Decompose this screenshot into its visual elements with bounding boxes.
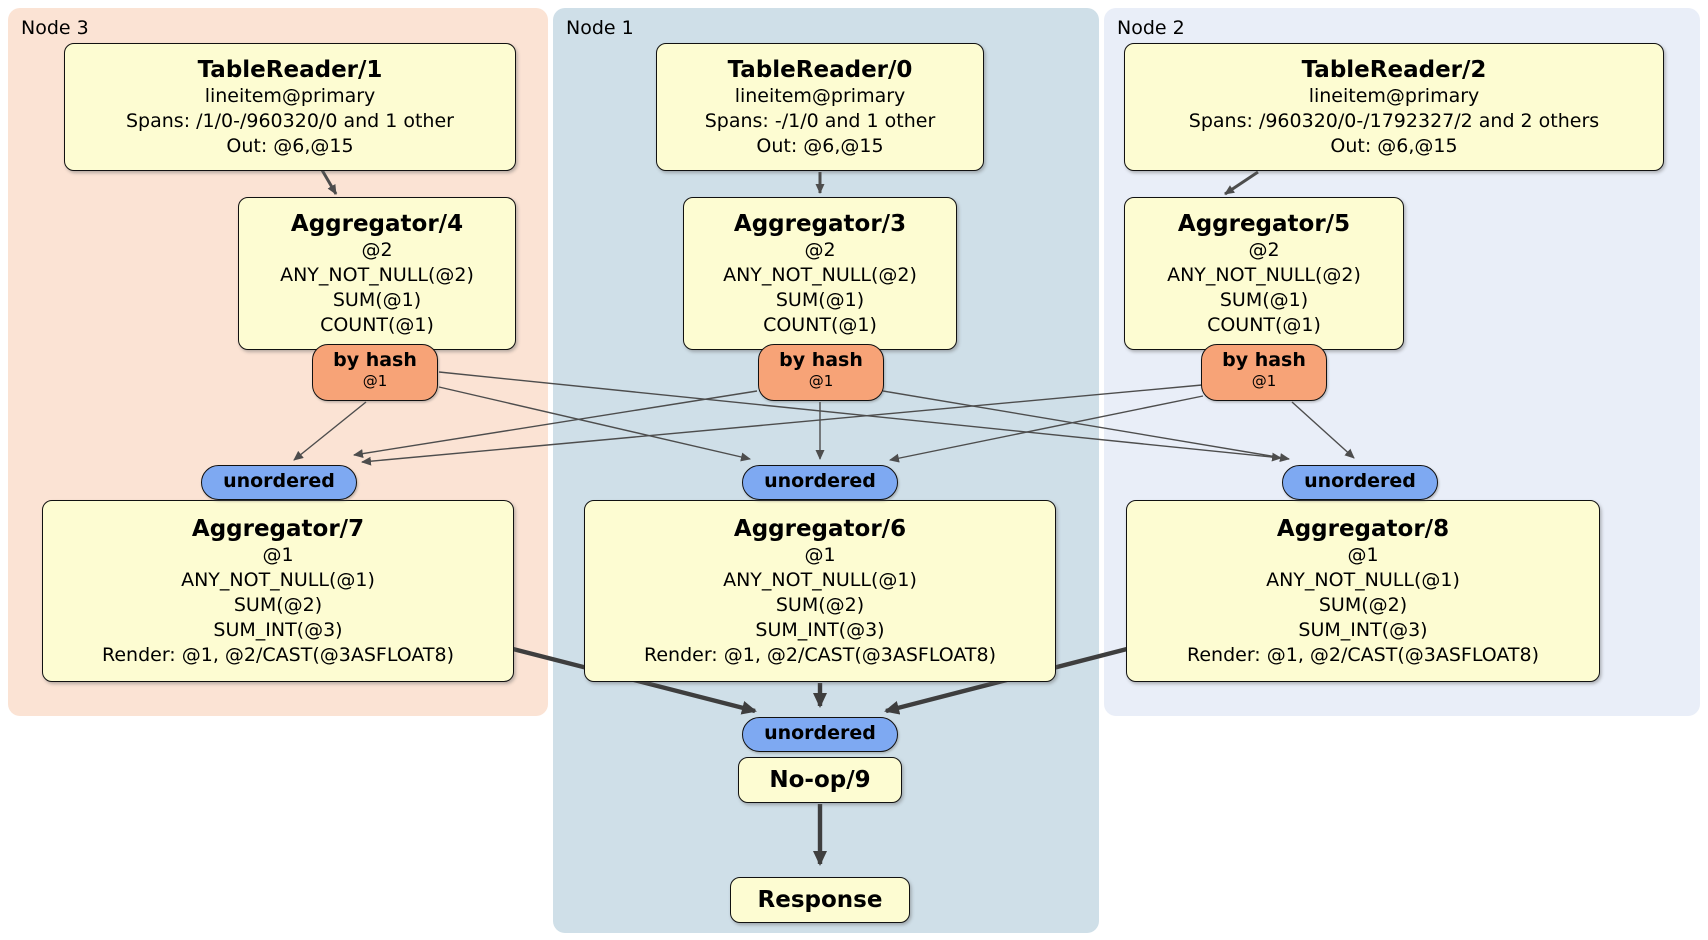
router-label: by hash: [1222, 349, 1306, 371]
processor-detail-line: SUM_INT(@3): [755, 618, 885, 641]
processor-detail-line: SUM(@2): [775, 593, 865, 616]
processor-detail-line: Out: @6,@15: [226, 134, 354, 157]
processor-detail-line: Spans: /1/0-/960320/0 and 1 other: [126, 109, 454, 132]
processor-detail-line: Render: @1, @2/CAST(@3ASFLOAT8): [102, 643, 454, 666]
processor-detail-line: SUM(@1): [775, 288, 865, 311]
region-node2-label: Node 2: [1117, 17, 1185, 39]
processor-aggregator-3: Aggregator/3 @2 ANY_NOT_NULL(@2) SUM(@1)…: [683, 197, 957, 350]
router-by-hash-node3: by hash @1: [312, 344, 438, 401]
processor-detail-line: ANY_NOT_NULL(@2): [723, 263, 917, 286]
processor-detail-line: @1: [1347, 543, 1379, 566]
processor-title: Response: [757, 887, 883, 913]
processor-detail-line: @2: [1248, 238, 1280, 261]
processor-detail-line: lineitem@primary: [1308, 84, 1480, 107]
processor-detail-line: lineitem@primary: [734, 84, 906, 107]
router-label: by hash: [333, 349, 417, 371]
processor-detail-line: ANY_NOT_NULL(@2): [1167, 263, 1361, 286]
processor-title: Aggregator/7: [191, 515, 365, 542]
processor-detail-line: Spans: /960320/0-/1792327/2 and 2 others: [1188, 109, 1600, 132]
processor-aggregator-7: Aggregator/7 @1 ANY_NOT_NULL(@1) SUM(@2)…: [42, 500, 514, 682]
processor-aggregator-8: Aggregator/8 @1 ANY_NOT_NULL(@1) SUM(@2)…: [1126, 500, 1600, 682]
processor-tablereader-0: TableReader/0 lineitem@primary Spans: -/…: [656, 43, 984, 171]
processor-detail-line: COUNT(@1): [1207, 313, 1321, 336]
processor-detail-line: COUNT(@1): [320, 313, 434, 336]
processor-detail-line: COUNT(@1): [763, 313, 877, 336]
processor-title: TableReader/2: [1301, 56, 1487, 83]
processor-title: Aggregator/4: [290, 210, 464, 237]
processor-tablereader-1: TableReader/1 lineitem@primary Spans: /1…: [64, 43, 516, 171]
processor-tablereader-2: TableReader/2 lineitem@primary Spans: /9…: [1124, 43, 1664, 171]
processor-title: TableReader/0: [727, 56, 913, 83]
processor-title: Aggregator/8: [1276, 515, 1450, 542]
processor-title: Aggregator/3: [733, 210, 907, 237]
region-node3-label: Node 3: [21, 17, 89, 39]
processor-aggregator-5: Aggregator/5 @2 ANY_NOT_NULL(@2) SUM(@1)…: [1124, 197, 1404, 350]
processor-detail-line: @2: [804, 238, 836, 261]
processor-detail-line: Render: @1, @2/CAST(@3ASFLOAT8): [1187, 643, 1539, 666]
processor-detail-line: SUM(@1): [1219, 288, 1309, 311]
processor-detail-line: SUM(@1): [332, 288, 422, 311]
processor-detail-line: SUM_INT(@3): [1298, 618, 1428, 641]
processor-title: Aggregator/6: [733, 515, 907, 542]
processor-detail-line: Out: @6,@15: [756, 134, 884, 157]
stream-unordered-node1: unordered: [742, 465, 898, 500]
processor-detail-line: Spans: -/1/0 and 1 other: [704, 109, 936, 132]
processor-detail-line: SUM(@2): [233, 593, 323, 616]
router-detail: @1: [808, 372, 834, 390]
processor-detail-line: @1: [804, 543, 836, 566]
processor-detail-line: ANY_NOT_NULL(@2): [280, 263, 474, 286]
processor-detail-line: SUM_INT(@3): [213, 618, 343, 641]
processor-aggregator-4: Aggregator/4 @2 ANY_NOT_NULL(@2) SUM(@1)…: [238, 197, 516, 350]
router-by-hash-node1: by hash @1: [758, 344, 884, 401]
processor-title: No-op/9: [769, 767, 871, 793]
router-by-hash-node2: by hash @1: [1201, 344, 1327, 401]
processor-aggregator-6: Aggregator/6 @1 ANY_NOT_NULL(@1) SUM(@2)…: [584, 500, 1056, 682]
processor-detail-line: lineitem@primary: [204, 84, 376, 107]
router-label: by hash: [779, 349, 863, 371]
processor-detail-line: @2: [361, 238, 393, 261]
processor-detail-line: Out: @6,@15: [1330, 134, 1458, 157]
processor-detail-line: SUM(@2): [1318, 593, 1408, 616]
processor-noop-9: No-op/9: [738, 757, 902, 803]
stream-unordered-node3: unordered: [201, 465, 357, 500]
stream-unordered-final: unordered: [742, 717, 898, 752]
router-detail: @1: [1251, 372, 1277, 390]
processor-title: Aggregator/5: [1177, 210, 1351, 237]
router-detail: @1: [362, 372, 388, 390]
processor-detail-line: ANY_NOT_NULL(@1): [1266, 568, 1460, 591]
processor-detail-line: ANY_NOT_NULL(@1): [723, 568, 917, 591]
region-node1-label: Node 1: [566, 17, 634, 39]
processor-detail-line: @1: [262, 543, 294, 566]
stream-unordered-node2: unordered: [1282, 465, 1438, 500]
processor-detail-line: ANY_NOT_NULL(@1): [181, 568, 375, 591]
processor-detail-line: Render: @1, @2/CAST(@3ASFLOAT8): [644, 643, 996, 666]
processor-title: TableReader/1: [197, 56, 383, 83]
processor-response: Response: [730, 877, 910, 923]
